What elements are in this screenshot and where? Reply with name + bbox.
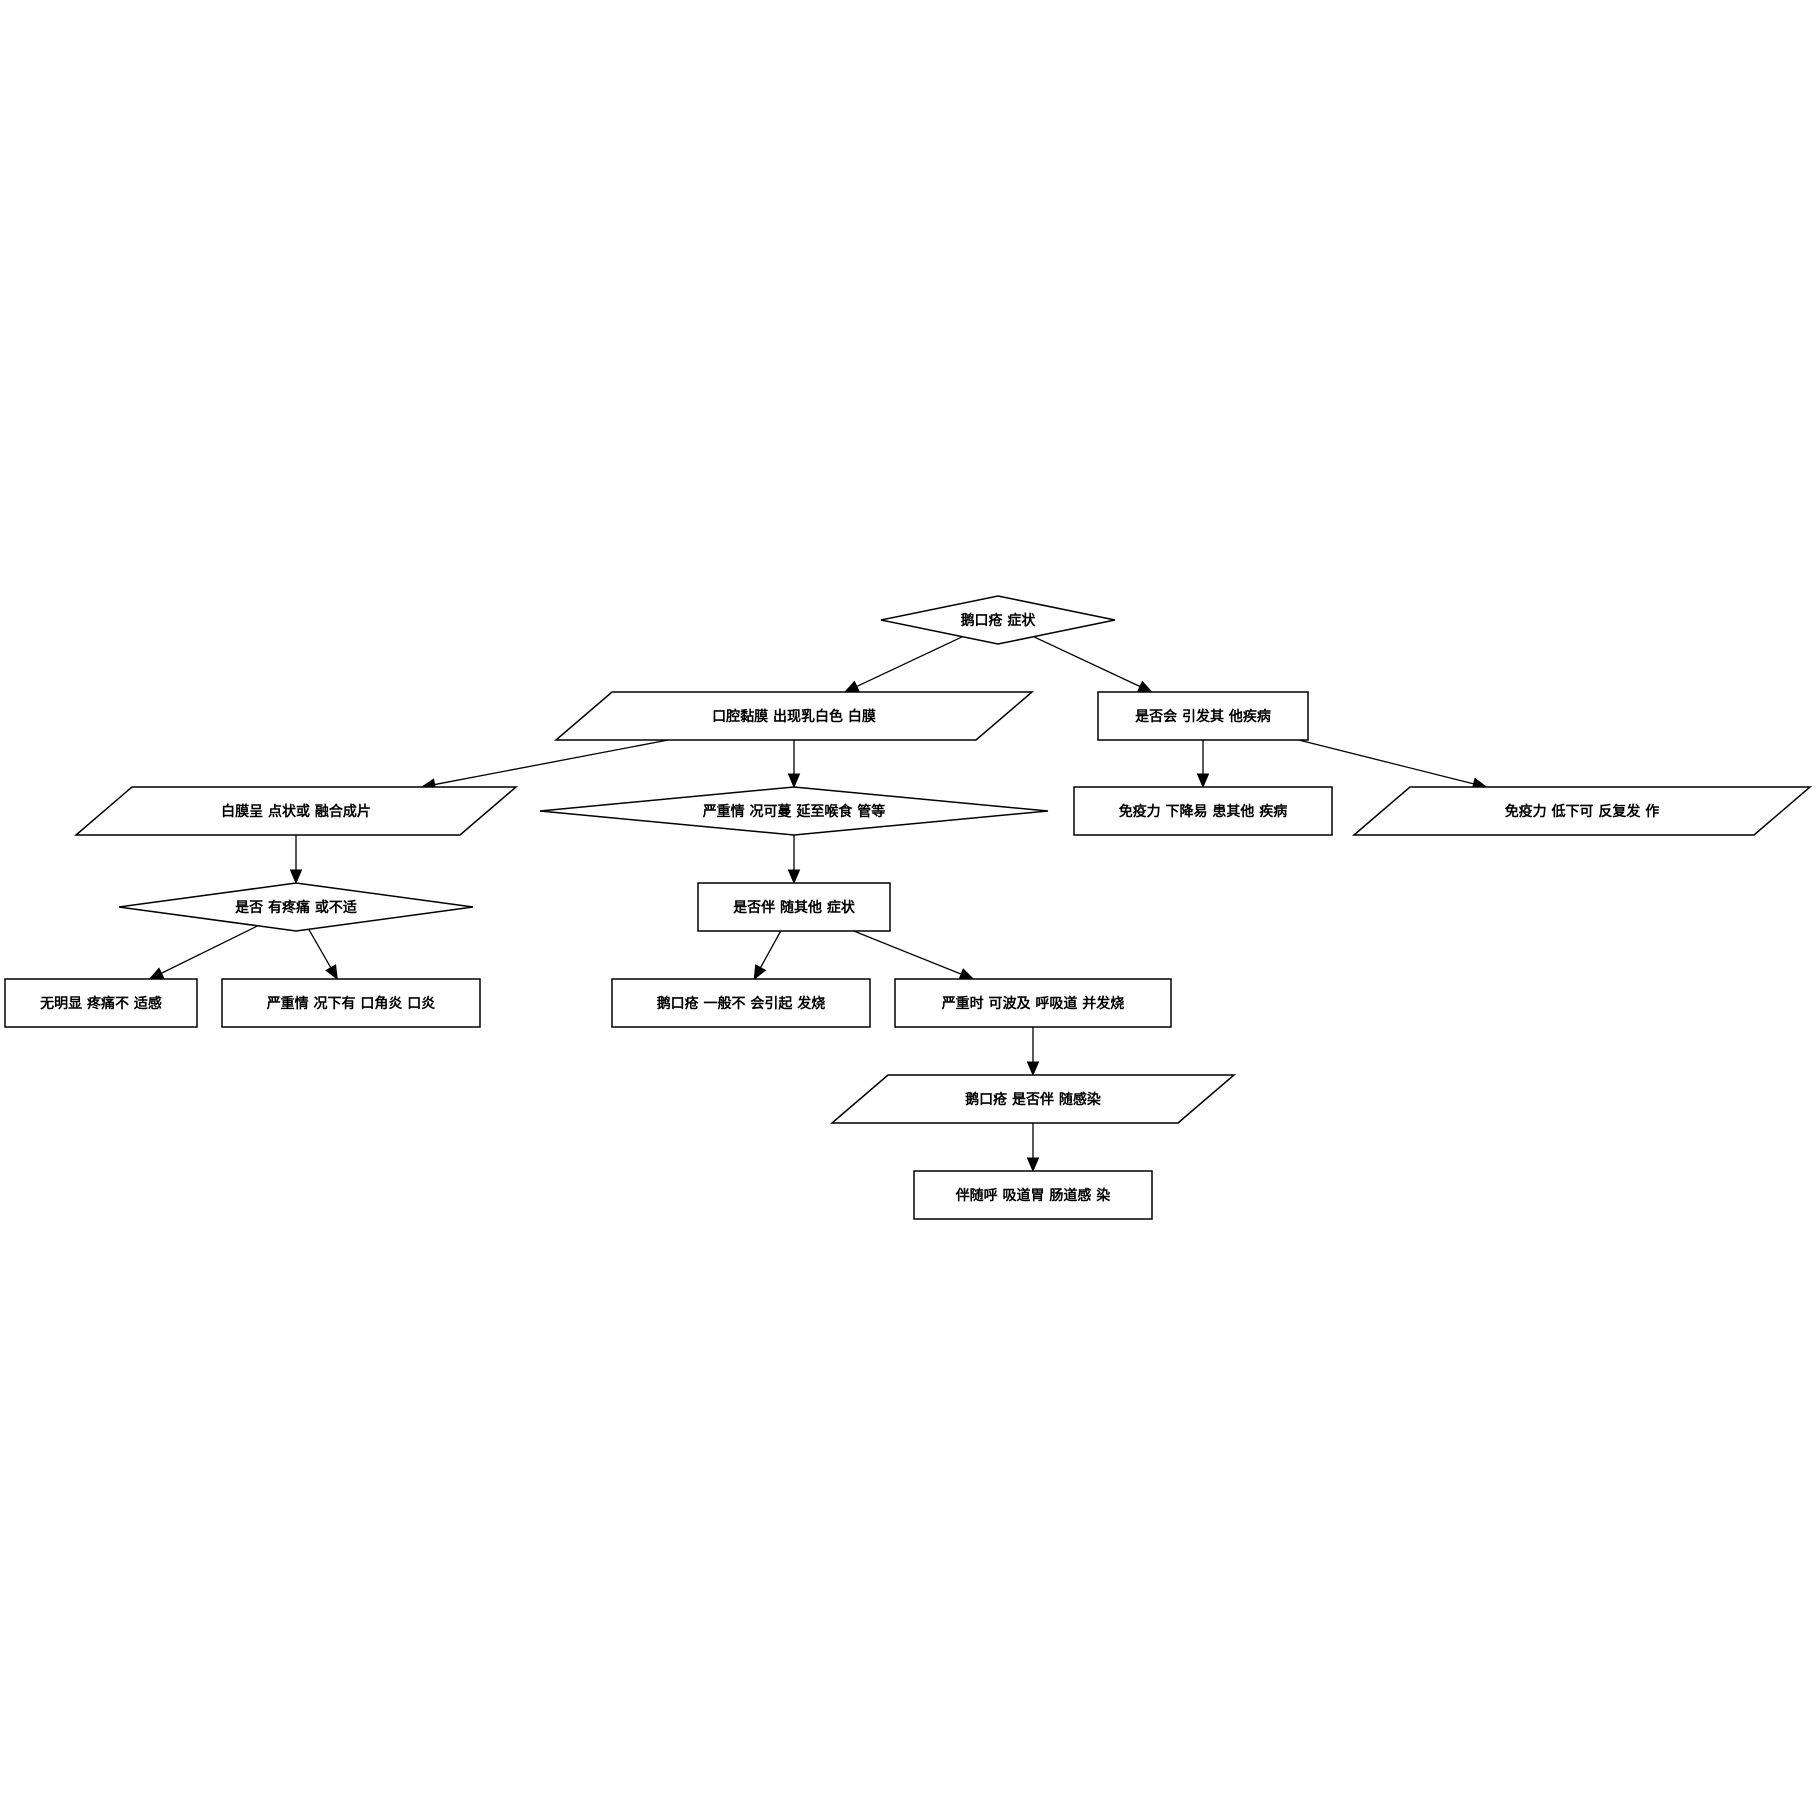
- node-pain: 是否 有疼痛 或不适: [118, 882, 474, 932]
- edge-complication-to-immune_drop: [1196, 740, 1210, 789]
- node-mouth: 口腔黏膜 出现乳白色 白膜: [553, 691, 1035, 741]
- arrow-head-icon: [1026, 1157, 1040, 1173]
- rect-shape: [1097, 691, 1309, 741]
- diamond-shape: [539, 786, 1049, 836]
- node-label: 免疫力 下降易 患其他 疾病: [1119, 803, 1288, 820]
- rect-shape: [913, 1170, 1153, 1220]
- node-label: 是否会 引发其 他疾病: [1135, 708, 1271, 725]
- node-label: 免疫力 低下可 反复发 作: [1505, 803, 1660, 820]
- arrow-head-icon: [1026, 1061, 1040, 1077]
- node-complication: 是否会 引发其 他疾病: [1097, 691, 1309, 741]
- node-label: 鹅口疮 一般不 会引起 发烧: [657, 995, 826, 1012]
- edge-line: [856, 636, 963, 688]
- node-label: 无明显 疼痛不 适感: [39, 995, 162, 1012]
- arrow-head-icon: [843, 680, 860, 693]
- node-label: 伴随呼 吸道胃 肠道感 染: [955, 1187, 1112, 1204]
- node-label: 口腔黏膜 出现乳白色 白膜: [712, 708, 876, 725]
- edge-respiratory-to-infection_q: [1026, 1027, 1040, 1077]
- edge-membrane-to-pain: [289, 835, 303, 885]
- node-angular: 严重情 况下有 口角炎 口炎: [221, 978, 481, 1028]
- node-immune_drop: 免疫力 下降易 患其他 疾病: [1073, 786, 1333, 836]
- arrow-head-icon: [753, 964, 767, 981]
- node-spread: 严重情 况可蔓 延至喉食 管等: [539, 786, 1049, 836]
- edge-root-to-mouth: [843, 636, 963, 693]
- edge-complication-to-immune_low: [1298, 739, 1488, 790]
- node-label: 严重情 况可蔓 延至喉食 管等: [702, 803, 886, 820]
- edge-line: [1033, 636, 1141, 688]
- node-infection_q: 鹅口疮 是否伴 随感染: [829, 1074, 1237, 1124]
- edge-line: [1298, 739, 1474, 785]
- rect-shape: [221, 978, 481, 1028]
- edge-mouth-to-membrane: [420, 739, 669, 791]
- edge-infection_q-to-gi_infection: [1026, 1123, 1040, 1173]
- diamond-shape: [118, 882, 474, 932]
- edge-spread-to-other_symptoms: [787, 835, 801, 885]
- rect-shape: [611, 978, 871, 1028]
- edge-line: [161, 925, 259, 974]
- edge-line: [759, 930, 782, 968]
- parallelogram-shape: [1351, 786, 1813, 836]
- arrow-head-icon: [787, 773, 801, 789]
- edge-line: [308, 928, 332, 969]
- node-label: 鹅口疮 是否伴 随感染: [965, 1091, 1102, 1108]
- node-label: 严重时 可波及 呼吸道 并发烧: [941, 995, 1125, 1012]
- parallelogram-shape: [73, 786, 519, 836]
- node-no_pain: 无明显 疼痛不 适感: [4, 978, 198, 1028]
- rect-shape: [697, 882, 891, 932]
- node-membrane: 白膜呈 点状或 融合成片: [73, 786, 519, 836]
- edge-line: [853, 930, 962, 975]
- arrow-head-icon: [1196, 773, 1210, 789]
- parallelogram-shape: [829, 1074, 1237, 1124]
- node-label: 是否伴 随其他 症状: [733, 899, 856, 916]
- node-immune_low: 免疫力 低下可 反复发 作: [1351, 786, 1813, 836]
- edge-pain-to-no_pain: [148, 925, 259, 980]
- node-label: 严重情 况下有 口角炎 口炎: [266, 995, 436, 1012]
- node-label: 鹅口疮 症状: [961, 612, 1037, 629]
- node-root: 鹅口疮 症状: [880, 595, 1116, 645]
- rect-shape: [894, 978, 1172, 1028]
- edge-other_symptoms-to-no_fever: [753, 930, 782, 981]
- arrow-head-icon: [958, 968, 975, 980]
- node-other_symptoms: 是否伴 随其他 症状: [697, 882, 891, 932]
- arrow-head-icon: [289, 869, 303, 885]
- node-no_fever: 鹅口疮 一般不 会引起 发烧: [611, 978, 871, 1028]
- rect-shape: [1073, 786, 1333, 836]
- arrow-head-icon: [787, 869, 801, 885]
- edge-root-to-complication: [1033, 636, 1153, 693]
- arrow-head-icon: [1136, 680, 1153, 693]
- edge-mouth-to-spread: [787, 740, 801, 789]
- edge-other_symptoms-to-respiratory: [853, 930, 975, 980]
- arrow-head-icon: [148, 967, 165, 980]
- node-label: 白膜呈 点状或 融合成片: [221, 803, 371, 820]
- arrow-head-icon: [325, 964, 338, 981]
- diamond-shape: [880, 595, 1116, 645]
- parallelogram-shape: [553, 691, 1035, 741]
- node-respiratory: 严重时 可波及 呼吸道 并发烧: [894, 978, 1172, 1028]
- edge-line: [434, 739, 669, 786]
- rect-shape: [4, 978, 198, 1028]
- edge-pain-to-angular: [308, 928, 338, 981]
- node-label: 是否 有疼痛 或不适: [235, 899, 357, 916]
- node-gi_infection: 伴随呼 吸道胃 肠道感 染: [913, 1170, 1153, 1220]
- edges-layer: [148, 636, 1488, 1173]
